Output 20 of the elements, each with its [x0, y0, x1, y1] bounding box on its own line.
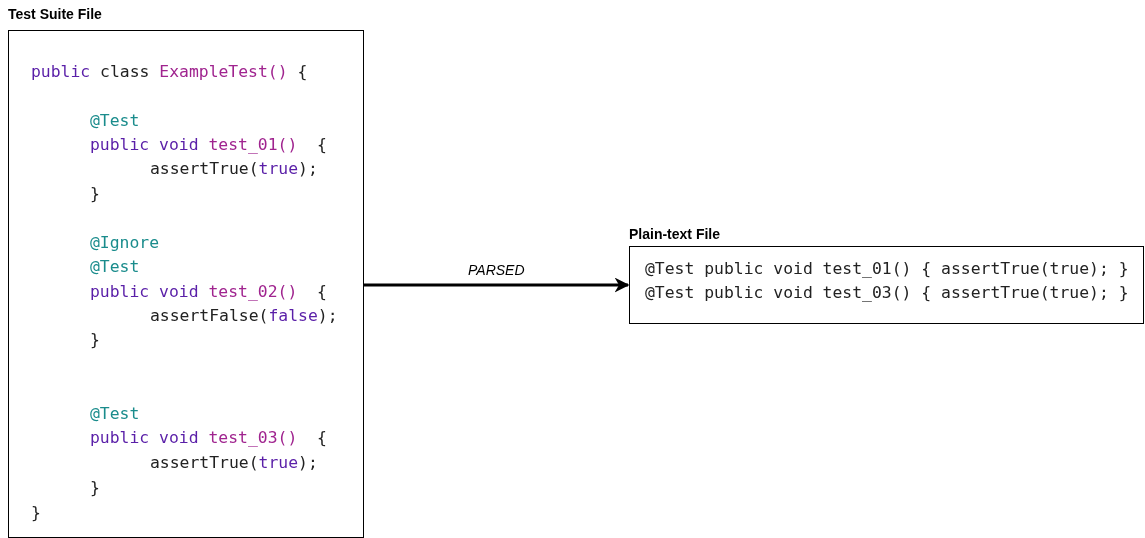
- code-line: }: [90, 330, 100, 350]
- code-line: @Test: [90, 111, 140, 131]
- code-line: }: [90, 184, 100, 204]
- panel-title: Plain-text File: [629, 226, 721, 242]
- code-line: public class ExampleTest() {: [31, 62, 308, 82]
- code-line: @Test: [90, 404, 140, 424]
- code-line: }: [90, 478, 100, 498]
- code-line: assertTrue(true);: [150, 159, 318, 179]
- code-line: @Test public void test_01() { assertTrue(true); }: [645, 259, 1129, 279]
- code-line: public void test_03() {: [90, 428, 327, 448]
- code-line: assertTrue(true);: [150, 453, 318, 473]
- code-line: @Ignore: [90, 233, 160, 253]
- code-line: }: [31, 503, 41, 523]
- code-line: @Test: [90, 257, 140, 277]
- code-line: assertFalse(false);: [150, 306, 338, 326]
- code-line: public void test_02() {: [90, 282, 327, 302]
- panel-title: Test Suite File: [8, 6, 102, 22]
- code-line: public void test_01() {: [90, 135, 327, 155]
- edge-label: PARSED: [466, 262, 527, 278]
- code-line: @Test public void test_03() { assertTrue(true); }: [645, 283, 1129, 303]
